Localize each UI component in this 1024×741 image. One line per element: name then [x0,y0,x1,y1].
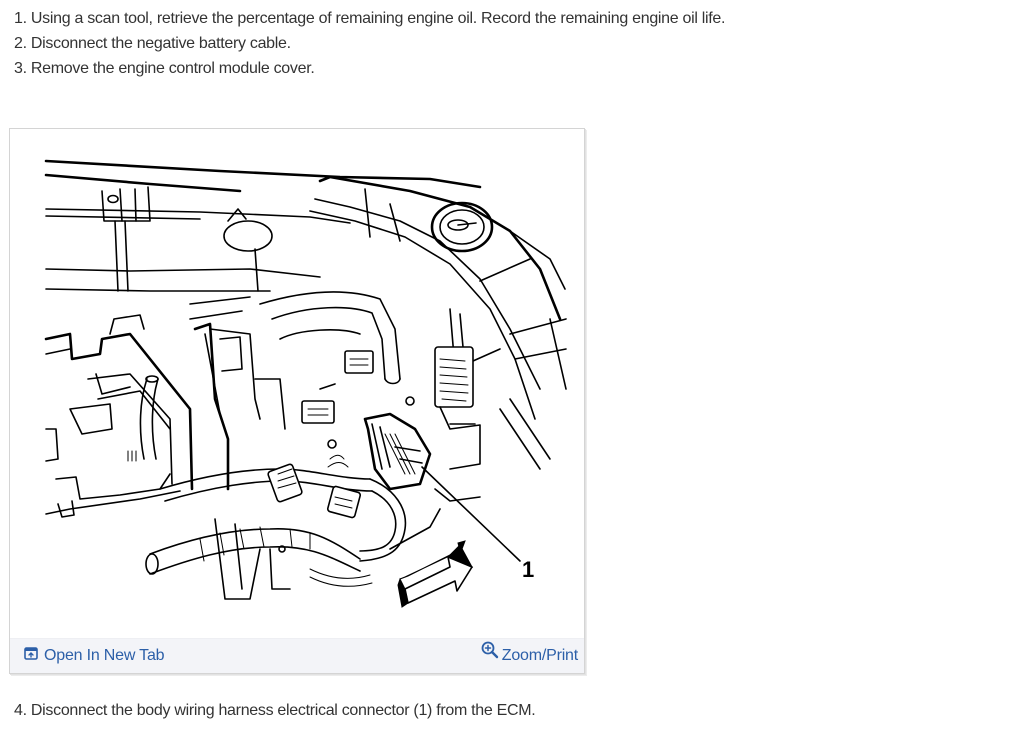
zoom-print-link[interactable]: Zoom/Print [481,639,578,673]
procedure-step-2: 2. Disconnect the negative battery cable… [14,35,291,52]
procedure-steps-after-figure: 4. Disconnect the body wiring harness el… [14,698,536,723]
procedure-step-1: 1. Using a scan tool, retrieve the perce… [14,10,726,27]
zoom-in-magnifier-icon [481,641,499,664]
callout-label-1: 1 [522,557,534,582]
figure-toolbar: Open In New Tab Zoom/Print [10,638,584,673]
open-in-new-tab-icon [24,647,38,665]
procedure-step-4: 4. Disconnect the body wiring harness el… [14,702,536,719]
procedure-steps-before-figure: 1. Using a scan tool, retrieve the perce… [14,6,725,81]
procedure-step-3: 3. Remove the engine control module cove… [14,60,315,77]
figure-container: 1 Open In New Tab [9,128,585,674]
engine-compartment-illustration: 1 [10,129,584,639]
ecm-connector-diagram: 1 [44,159,567,608]
open-in-new-tab-link[interactable]: Open In New Tab [24,639,165,673]
